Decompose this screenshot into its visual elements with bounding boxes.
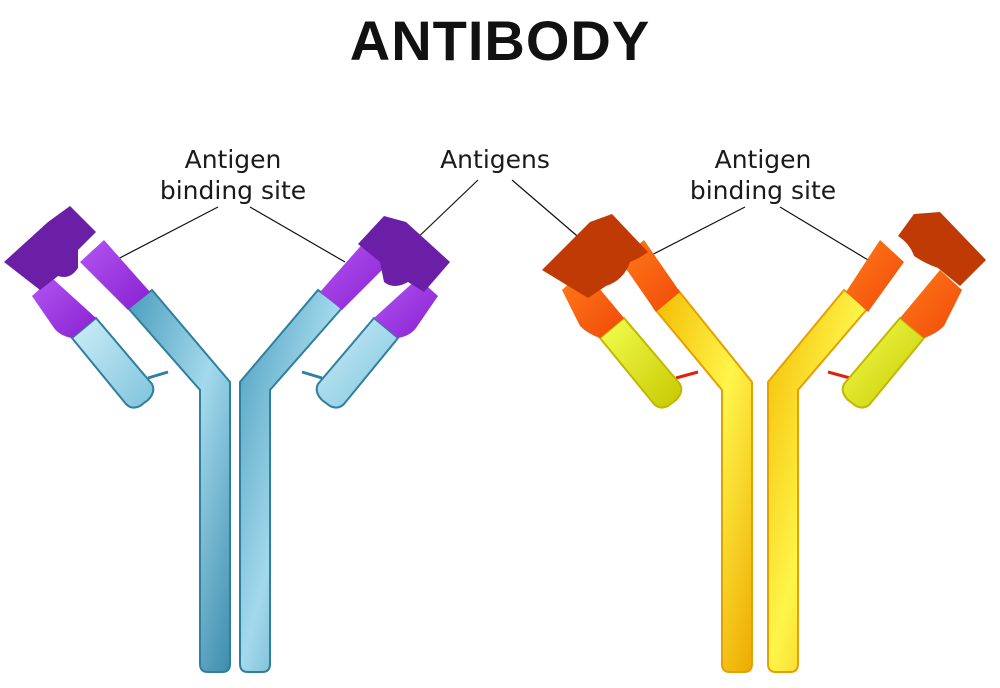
label-line-1: Antigen <box>714 145 812 174</box>
variable-heavy-left <box>80 240 150 310</box>
heavy-chain-left <box>652 288 753 673</box>
pointer-right-to-left-site <box>637 206 746 263</box>
pointer-left-to-left-site <box>111 206 219 263</box>
disulfide-bond <box>675 370 699 380</box>
heavy-chain-right <box>239 288 344 673</box>
variable-light-right <box>900 270 962 338</box>
disulfide-bond <box>301 370 323 380</box>
variable-light-left <box>32 278 96 338</box>
pointer-left-to-right-site <box>249 206 346 263</box>
light-chain-right <box>841 316 926 409</box>
heavy-chain-right <box>767 288 870 673</box>
label-line-2: binding site <box>689 176 837 205</box>
disulfide-bond <box>147 370 169 380</box>
antigen-right <box>898 212 986 286</box>
heavy-chain-left <box>126 288 231 673</box>
label-left-binding-site: Antigen binding site <box>148 144 318 206</box>
antigen-left <box>4 206 96 290</box>
variable-heavy-right <box>320 240 390 310</box>
pointer-lines <box>111 179 879 267</box>
right-antibody <box>542 212 986 673</box>
left-antibody <box>4 206 450 673</box>
label-right-binding-site: Antigen binding site <box>678 144 848 206</box>
antigen-right <box>358 216 450 292</box>
pointer-right-to-right-site <box>779 206 879 267</box>
light-chain-left <box>70 316 155 409</box>
label-line-1: Antigen <box>184 145 282 174</box>
label-antigens: Antigens <box>440 145 550 174</box>
light-chain-right <box>315 316 400 409</box>
pointer-antigens-left <box>409 179 479 246</box>
variable-heavy-right <box>846 240 904 312</box>
variable-light-right <box>374 278 438 338</box>
label-line-2: binding site <box>159 176 307 205</box>
antigen-left <box>542 214 648 298</box>
light-chain-left <box>598 316 683 409</box>
diagram-title: ANTIBODY <box>349 9 651 72</box>
disulfide-bond <box>827 370 851 380</box>
